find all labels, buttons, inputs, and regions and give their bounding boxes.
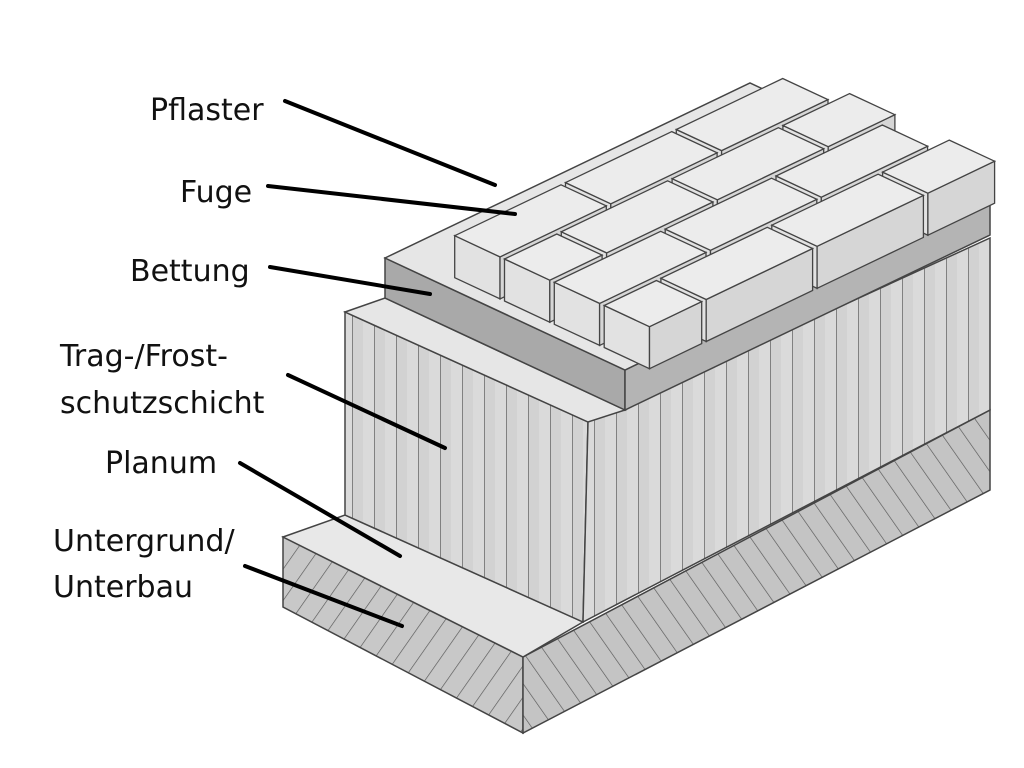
leader-untergrund: [243, 564, 404, 628]
label-untergrund-line1: Untergrund/: [53, 524, 235, 559]
label-untergrund-line2: Unterbau: [53, 570, 193, 605]
label-tragschicht-line1: Trag-/Frost-: [59, 339, 228, 374]
label-pflaster: Pflaster: [150, 93, 264, 128]
leader-fuge: [266, 184, 517, 216]
label-fuge: Fuge: [180, 175, 252, 210]
paving-brick: [602, 279, 704, 370]
label-tragschicht-line2: schutzschicht: [60, 386, 265, 421]
leader-pflaster: [283, 99, 497, 187]
leader-planum: [238, 461, 402, 558]
leader-lines: [238, 99, 517, 628]
tragschicht-layer: [342, 236, 991, 624]
label-planum: Planum: [105, 446, 217, 481]
pflaster-bricks: [453, 77, 997, 370]
label-bettung: Bettung: [130, 254, 250, 289]
leader-tragschicht: [286, 373, 447, 450]
leader-bettung: [268, 265, 432, 296]
